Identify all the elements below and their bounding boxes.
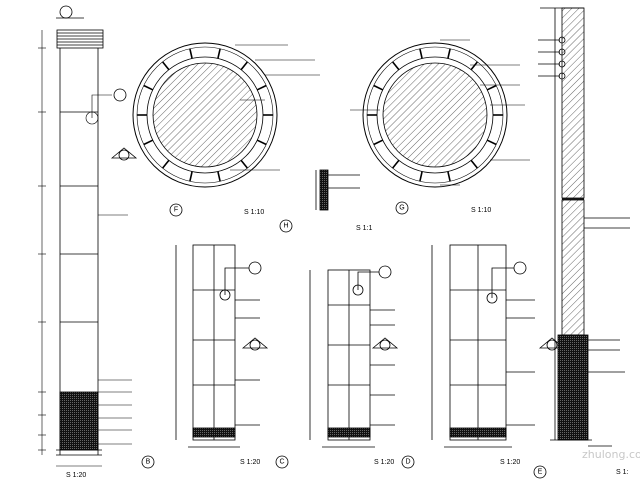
plan-g-circle bbox=[362, 42, 508, 188]
elev-d-scale: S 1:20 bbox=[500, 459, 520, 466]
segment-tick bbox=[391, 159, 400, 169]
left-detail-bubble bbox=[113, 88, 127, 102]
plan-g-segment-ticks bbox=[367, 48, 503, 182]
elev-b-section-marker bbox=[241, 337, 269, 351]
left-section-marker bbox=[110, 147, 138, 161]
segment-tick bbox=[189, 48, 193, 59]
marker-b-label: B bbox=[146, 459, 151, 466]
segment-tick bbox=[447, 48, 451, 59]
segment-tick bbox=[486, 139, 497, 146]
segment-tick bbox=[470, 61, 479, 71]
elevation-b bbox=[175, 244, 260, 448]
marker-f-bubble bbox=[169, 203, 183, 217]
elev-d-detail-bubble bbox=[513, 261, 527, 275]
marker-d-bubble bbox=[401, 455, 415, 469]
plan-f-callouts bbox=[230, 44, 320, 171]
left-top-marker bbox=[56, 5, 84, 19]
marker-c-bubble bbox=[275, 455, 289, 469]
segment-tick bbox=[240, 61, 249, 71]
plan-g-scale: S 1:10 bbox=[471, 207, 491, 214]
elev-b-scale: S 1:20 bbox=[240, 459, 260, 466]
segment-tick bbox=[161, 159, 170, 169]
elev-c-detail-bubble bbox=[378, 265, 392, 279]
right-top-bolts bbox=[538, 36, 566, 80]
marker-e-bubble bbox=[533, 465, 547, 479]
segment-tick bbox=[373, 84, 384, 91]
marker-f-label: F bbox=[174, 207, 178, 214]
segment-tick bbox=[391, 61, 400, 71]
left-dimension-line bbox=[38, 30, 102, 467]
elevation-c bbox=[309, 269, 395, 448]
segment-tick bbox=[161, 61, 170, 71]
elev-c-section-marker bbox=[371, 337, 399, 351]
marker-h-bubble bbox=[279, 219, 293, 233]
plan-f-segment-ticks bbox=[137, 48, 273, 182]
segment-tick bbox=[373, 139, 384, 146]
plan-f-circle bbox=[132, 42, 278, 188]
marker-b-bubble bbox=[141, 455, 155, 469]
left-callouts bbox=[85, 94, 132, 445]
plan-g-callouts bbox=[350, 39, 530, 186]
watermark-text: zhulong.com bbox=[582, 448, 640, 461]
segment-tick bbox=[470, 159, 479, 169]
marker-e-label: E bbox=[538, 469, 543, 476]
right-section-column bbox=[538, 7, 630, 447]
segment-tick bbox=[143, 84, 154, 91]
segment-tick bbox=[189, 171, 193, 182]
left-column-elevation bbox=[56, 29, 104, 456]
marker-g-label: G bbox=[399, 205, 404, 212]
segment-tick bbox=[143, 139, 154, 146]
segment-tick bbox=[217, 48, 221, 59]
marker-h-label: H bbox=[283, 223, 288, 230]
marker-c-label: C bbox=[279, 459, 284, 466]
segment-tick bbox=[419, 48, 423, 59]
segment-tick bbox=[419, 171, 423, 182]
detail-h bbox=[315, 169, 360, 211]
segment-tick bbox=[486, 84, 497, 91]
right-section-scale: S 1: bbox=[616, 469, 629, 476]
segment-tick bbox=[256, 84, 267, 91]
plan-f-scale: S 1:10 bbox=[244, 209, 264, 216]
detail-h-scale: S 1:1 bbox=[356, 225, 372, 232]
left-elevation-scale: S 1:20 bbox=[66, 472, 86, 479]
elev-c-scale: S 1:20 bbox=[374, 459, 394, 466]
elev-b-detail-bubble bbox=[248, 261, 262, 275]
marker-g-bubble bbox=[395, 201, 409, 215]
segment-tick bbox=[217, 171, 221, 182]
elevation-d bbox=[431, 244, 535, 448]
segment-tick bbox=[240, 159, 249, 169]
marker-d-label: D bbox=[405, 459, 410, 466]
segment-tick bbox=[256, 139, 267, 146]
segment-tick bbox=[447, 171, 451, 182]
